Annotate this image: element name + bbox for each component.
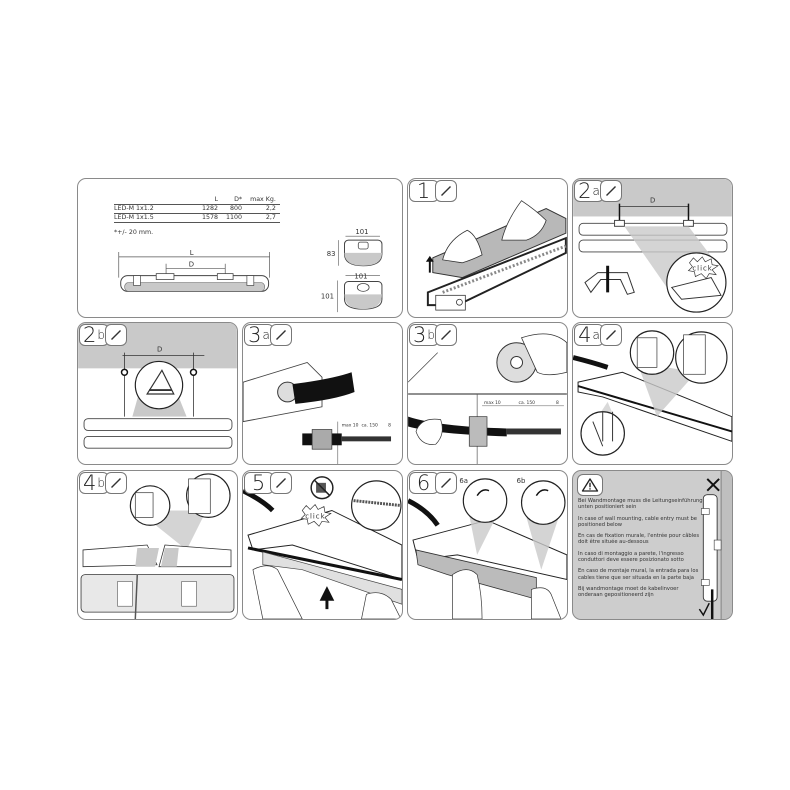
- spec-panel: L D* max Kg. LED-M 1x1.2 1282 800 2,2 LE…: [77, 178, 403, 318]
- svg-text:101: 101: [321, 292, 334, 300]
- warning-text-de: Bei Wandmontage muss die Leitungseinführ…: [578, 498, 703, 511]
- screwdriver-icon: [435, 324, 457, 346]
- spec-cell: 1578: [198, 213, 223, 223]
- spec-table: L D* max Kg. LED-M 1x1.2 1282 800 2,2 LE…: [114, 196, 280, 223]
- step-number-badge: 6: [409, 472, 439, 494]
- step-number-badge: 5: [244, 472, 274, 494]
- warning-text-fr: En cas de fixation murale, l'entrée pour…: [578, 533, 700, 546]
- check-mark-icon: [698, 602, 710, 617]
- svg-text:D: D: [157, 346, 162, 354]
- screwdriver-icon: [435, 472, 457, 494]
- svg-text:8: 8: [556, 400, 559, 406]
- step-5-panel: 5 click: [242, 470, 403, 620]
- svg-text:click: click: [305, 512, 325, 520]
- cable-gland-illustration: max 10 ca. 150 8: [243, 361, 391, 464]
- step-number-badge: 1: [409, 180, 439, 202]
- spec-cell: 2,7: [246, 213, 280, 223]
- warning-text-it: In caso di montaggio a parete, l'ingress…: [578, 550, 684, 564]
- svg-text:max 10: max 10: [484, 400, 501, 406]
- cross-mark-icon: [706, 478, 720, 492]
- svg-text:8: 8: [388, 423, 391, 429]
- svg-text:D: D: [650, 197, 655, 205]
- spec-cell: 2,2: [246, 204, 280, 214]
- warning-text-es: En caso de montaje mural, la entrada par…: [578, 568, 699, 581]
- spec-row: LED-M 1x1.5 1578 1100 2,7: [114, 213, 280, 223]
- through-wiring-illustration: [80, 473, 235, 619]
- warning-panel: Bei Wandmontage muss die Leitungseinführ…: [572, 470, 733, 620]
- svg-text:101: 101: [354, 273, 367, 281]
- svg-text:L: L: [190, 249, 194, 257]
- wall-mount-orientation-illustration: [698, 471, 732, 619]
- warning-text-nl: Bij wandmontage moet de kabelinvoer onde…: [578, 585, 679, 599]
- spec-cell: 1282: [198, 204, 223, 214]
- svg-text:6b: 6b: [517, 477, 526, 485]
- screwdriver-icon: [105, 472, 127, 494]
- spec-row: LED-M 1x1.2 1282 800 2,2: [114, 204, 280, 214]
- spec-header-kg: max Kg.: [250, 196, 276, 203]
- screwdriver-icon: [270, 324, 292, 346]
- svg-text:101: 101: [355, 228, 368, 236]
- no-tools-icon: [310, 476, 334, 500]
- svg-text:ca. 150: ca. 150: [519, 400, 536, 406]
- attach-diffuser-illustration: click: [243, 476, 402, 619]
- remove-cover-illustration: [425, 200, 567, 311]
- spec-header-l: L: [214, 196, 219, 203]
- spec-cell: LED-M 1x1.5: [114, 213, 198, 223]
- close-clips-illustration: 6a 6b: [408, 477, 567, 619]
- svg-text:D: D: [189, 261, 194, 269]
- screwdriver-icon: [600, 324, 622, 346]
- svg-text:ca. 150: ca. 150: [361, 423, 378, 429]
- step-1-panel: 1: [407, 178, 568, 318]
- svg-text:max 10: max 10: [342, 423, 359, 429]
- spec-header-d: D*: [234, 196, 243, 203]
- screwdriver-icon: [435, 180, 457, 202]
- spec-cell: 1100: [222, 213, 247, 223]
- tolerance-note: *+/- 20 mm.: [114, 229, 154, 236]
- wiring-terminal-illustration: [573, 330, 732, 456]
- svg-text:click: click: [692, 265, 712, 273]
- warning-text-en: In case of wall mounting, cable entry mu…: [578, 515, 697, 528]
- warning-triangle-icon: [577, 474, 603, 496]
- warning-text-block: Bei Wandmontage muss die Leitungseinführ…: [578, 498, 703, 604]
- screwdriver-icon: [600, 180, 622, 202]
- screwdriver-icon: [105, 324, 127, 346]
- svg-text:6a: 6a: [459, 477, 468, 485]
- luminaire-dimension-drawing: L D 101 83 101 101: [118, 228, 383, 313]
- svg-text:83: 83: [327, 250, 336, 258]
- step-6-panel: 6 6a 6b: [407, 470, 568, 620]
- cable-grommet-illustration: max 10 ca. 150 8: [408, 333, 567, 464]
- spec-cell: LED-M 1x1.2: [114, 204, 198, 214]
- screwdriver-icon: [270, 472, 292, 494]
- spec-cell: 800: [222, 204, 247, 214]
